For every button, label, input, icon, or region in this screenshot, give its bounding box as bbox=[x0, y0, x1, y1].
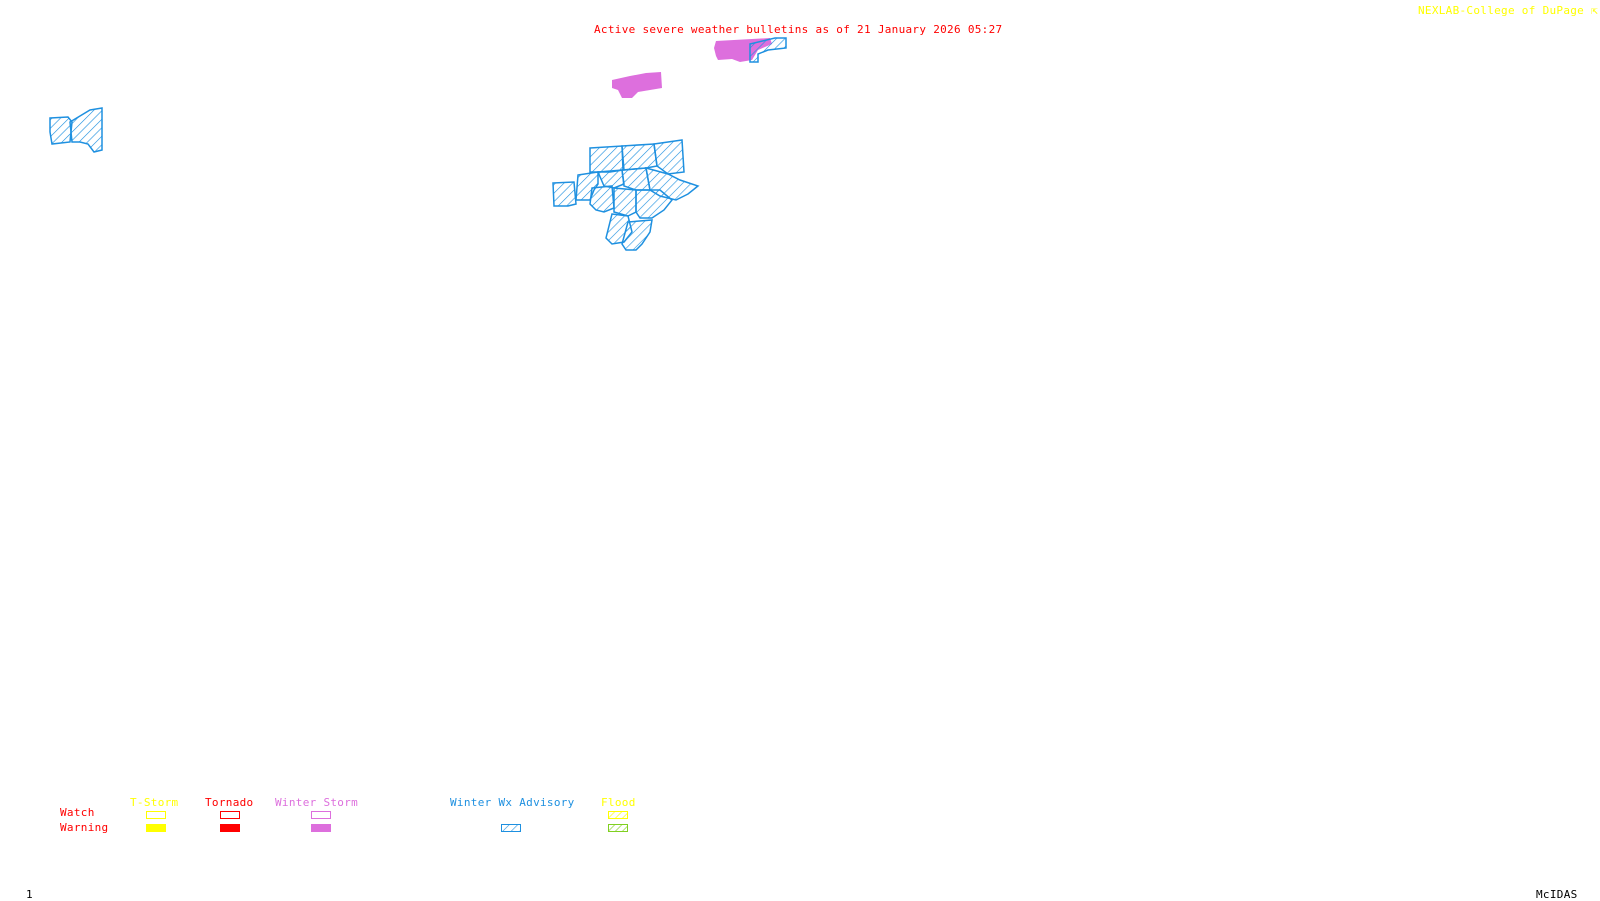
alert-area-winter-wx-advisory[interactable] bbox=[621, 167, 651, 191]
alert-area-winter-wx-advisory[interactable] bbox=[653, 139, 685, 175]
credit-label: NEXLAB-College of DuPage ⇱ bbox=[1418, 4, 1598, 17]
alert-cluster-central bbox=[552, 139, 700, 251]
alert-area-winter-wx-advisory[interactable] bbox=[621, 143, 658, 171]
map-title: Active severe weather bulletins as of 21… bbox=[594, 23, 1003, 36]
alert-area-winter-wx-advisory[interactable] bbox=[69, 107, 103, 153]
legend-swatch-flood-watch bbox=[608, 811, 628, 819]
alert-cluster-west bbox=[49, 107, 103, 153]
legend-row-label-warning: Warning bbox=[60, 821, 109, 834]
cursor-arrow-icon: ⇱ bbox=[1591, 4, 1598, 17]
alert-area-winter-wx-advisory[interactable] bbox=[589, 145, 624, 173]
legend-header-tstorm: T-Storm bbox=[130, 796, 179, 809]
legend-swatch-tornado-warning bbox=[220, 824, 240, 832]
software-label: McIDAS bbox=[1536, 888, 1578, 901]
legend-swatch-tstorm-watch bbox=[146, 811, 166, 819]
alert-area-winter-wx-advisory[interactable] bbox=[621, 219, 653, 251]
alert-area-winter-wx-advisory[interactable] bbox=[552, 181, 577, 207]
frame-number: 1 bbox=[26, 888, 33, 901]
legend-row-label-watch: Watch bbox=[60, 806, 95, 819]
legend-header-tornado: Tornado bbox=[205, 796, 254, 809]
legend-swatch-tstorm-warning bbox=[146, 824, 166, 832]
legend-swatch-flood-warning bbox=[608, 824, 628, 832]
alert-area-winter-wx-advisory[interactable] bbox=[49, 116, 73, 145]
alert-area-winter-wx-advisory[interactable] bbox=[589, 185, 615, 213]
legend-swatch-winter-storm-warning bbox=[311, 824, 331, 832]
credit-text: NEXLAB-College of DuPage bbox=[1417, 4, 1585, 17]
legend-header-winter-wx-advisory: Winter Wx Advisory bbox=[450, 796, 575, 809]
legend-header-flood: Flood bbox=[601, 796, 636, 809]
alert-area-winter-wx-advisory[interactable] bbox=[596, 169, 625, 189]
legend-swatch-winter-storm-watch bbox=[311, 811, 331, 819]
legend-swatch-winter-wx-advisory bbox=[501, 824, 521, 832]
alert-area-winter-storm-warning[interactable] bbox=[612, 72, 662, 98]
alert-area-winter-wx-advisory[interactable] bbox=[749, 37, 787, 63]
legend-header-winter-storm: Winter Storm bbox=[275, 796, 359, 809]
alert-area-winter-wx-advisory[interactable] bbox=[635, 189, 674, 219]
alert-area-winter-wx-advisory[interactable] bbox=[613, 187, 637, 217]
legend-swatch-tornado-watch bbox=[220, 811, 240, 819]
